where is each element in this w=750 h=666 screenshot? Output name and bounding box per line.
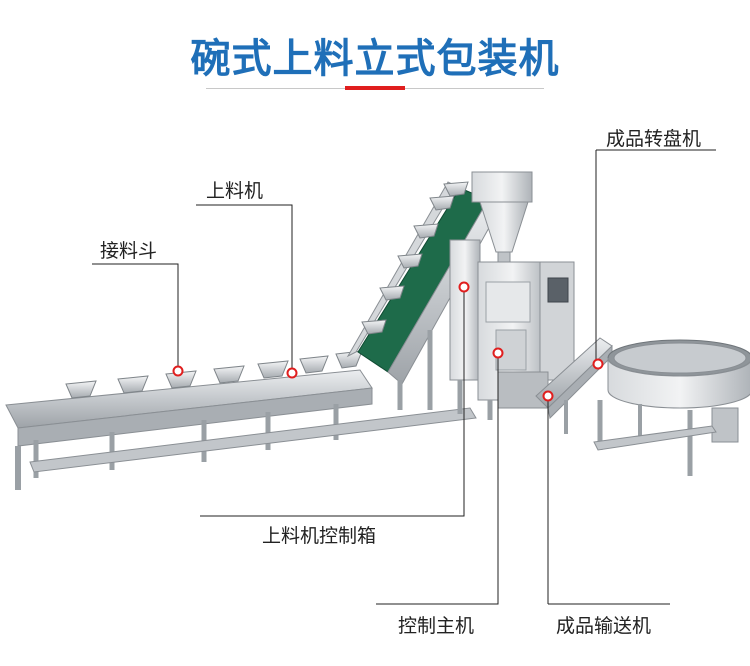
callout-feeder-control: 上料机控制箱: [262, 525, 377, 547]
callout-feeder: 上料机: [206, 180, 264, 202]
marker-output-conveyor: [542, 390, 554, 402]
marker-feeder-control: [458, 281, 470, 293]
rotary-turntable: [593, 339, 750, 476]
callout-leaders: [92, 149, 716, 605]
callout-bucket: 接料斗: [100, 240, 158, 262]
callout-markers: [172, 281, 604, 402]
callout-turntable: 成品转盘机: [606, 128, 702, 150]
feeder-bowls: [65, 350, 363, 399]
title-part-2: 立: [354, 36, 396, 82]
title-part-1: 碗式上料: [190, 36, 355, 82]
callout-output-conveyor: 成品输送机: [556, 615, 652, 637]
title-accent-bar: [345, 86, 405, 90]
marker-feeder: [286, 367, 298, 379]
marker-bucket: [172, 365, 184, 377]
page-title: 碗式上料立式包装机: [0, 26, 750, 84]
callout-main-control: 控制主机: [398, 615, 475, 637]
marker-turntable: [592, 358, 604, 370]
marker-main-control: [492, 347, 504, 359]
horizontal-feeder-conveyor: [5, 369, 477, 490]
title-part-3: 式包装机: [395, 36, 560, 82]
vertical-packing-machine: [449, 239, 575, 420]
